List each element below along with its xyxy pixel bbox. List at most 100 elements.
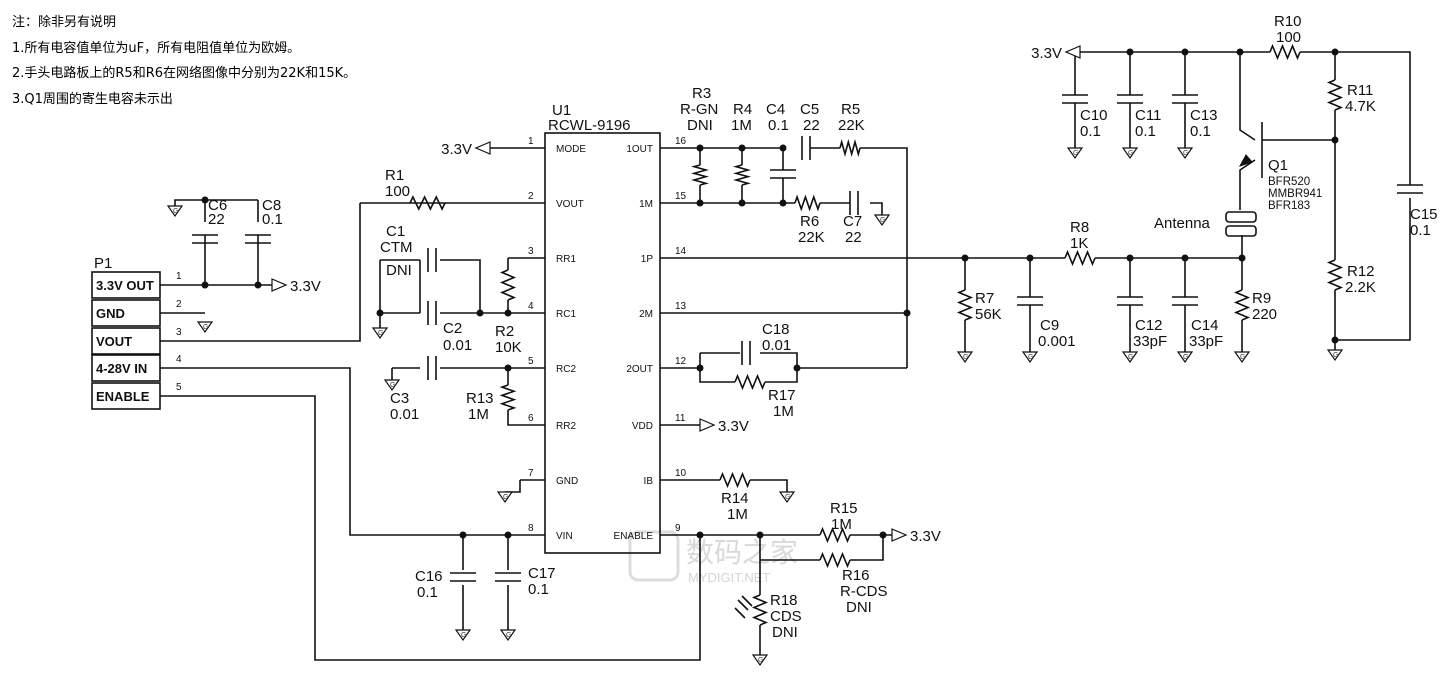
ground-icon: G: [956, 351, 974, 364]
capacitor-c3: [427, 356, 437, 380]
resistor-r5: [839, 139, 861, 157]
ground-glyph: G: [1028, 354, 1033, 361]
resistor-r9: [1233, 289, 1251, 321]
r10-value: 100: [1276, 29, 1301, 46]
c13-ref: C13: [1190, 107, 1218, 124]
ground-triangle: [454, 629, 472, 642]
r18-ref: R18: [770, 592, 798, 609]
ic-right-pin-num: 10: [675, 468, 687, 479]
c11-value: 0.1: [1135, 123, 1156, 140]
r5-value: 22K: [838, 117, 865, 134]
ground-icon: G: [751, 654, 769, 667]
c6-ref: C6: [208, 197, 227, 214]
r15-value: 1M: [831, 516, 852, 533]
ground-glyph: G: [1073, 150, 1078, 157]
capacitor-c12: [1117, 296, 1143, 306]
notes-line-3: 3.Q1周围的寄生电容未示出: [12, 91, 173, 107]
ic-left-pin-num: 6: [528, 413, 534, 424]
capacitor-c13: [1172, 94, 1198, 104]
r6-value: 22K: [798, 229, 825, 246]
ground-triangle: [1121, 147, 1139, 160]
ground-icon: G: [778, 491, 796, 504]
resistor-r2: [499, 269, 517, 301]
c8-value: 0.1: [262, 211, 283, 228]
power-label: 3.3V: [441, 141, 472, 158]
ic-right-pin-name: 2OUT: [626, 364, 653, 375]
ground-glyph: G: [503, 494, 508, 501]
ic-right-pin-name: VDD: [632, 421, 653, 432]
connector-pin-label: VOUT: [96, 334, 132, 349]
power-label: 3.3V: [1031, 45, 1062, 62]
watermark-main: 数码之家: [686, 536, 798, 569]
c17-ref: C17: [528, 565, 556, 582]
resistor-r11: [1326, 79, 1344, 111]
capacitor-c15: [1397, 184, 1423, 194]
c18-value: 0.01: [762, 337, 791, 354]
light-arrows-icon: [734, 595, 753, 619]
ic-left-pin-name: RC2: [556, 364, 576, 375]
transistor-emitter-arrow: [1238, 154, 1253, 167]
ground-glyph: G: [173, 208, 178, 215]
capacitor-c6: [192, 234, 218, 244]
connector-pin-num: 1: [176, 271, 182, 282]
ic-left-pin-name: RR2: [556, 421, 576, 432]
connector-pin-label: 3.3V OUT: [96, 278, 154, 293]
c2-value: 0.01: [443, 337, 472, 354]
ground-icon: G: [371, 327, 389, 340]
connector-pin-num: 2: [176, 299, 182, 310]
ground-icon: G: [1233, 351, 1251, 364]
c4-value: 0.1: [768, 117, 789, 134]
ground-glyph: G: [1183, 354, 1188, 361]
resistor-r10: [1269, 43, 1301, 61]
r16-value: R-CDS: [840, 583, 888, 600]
power-arrow-icon: 3.3V: [441, 141, 491, 158]
ic-body: [544, 132, 661, 554]
resistor-r17: [734, 373, 766, 391]
power-arrow-icon: 3.3V: [699, 418, 749, 435]
ground-glyph: G: [203, 324, 208, 331]
ground-triangle: [956, 351, 974, 364]
notes-block: 注：除非另有说明 1.所有电容值单位为uF，所有电阻值单位为欧姆。 2.手头电路…: [12, 10, 356, 112]
ground-triangle: [1176, 147, 1194, 160]
r7-ref: R7: [975, 290, 994, 307]
ground-icon: G: [1121, 351, 1139, 364]
q1-part: BFR520: [1268, 176, 1310, 188]
ic-right-pin-num: 11: [675, 413, 686, 424]
ground-icon: G: [873, 214, 891, 227]
r3-ref: R3: [692, 85, 711, 102]
connector-pin-label: 4-28V IN: [96, 361, 147, 376]
watermark: 数码之家 MYDIGIT.NET: [628, 530, 798, 585]
capacitor-c9: [1017, 296, 1043, 306]
ic-left-pin-num: 4: [528, 301, 534, 312]
antenna-icon: [1225, 225, 1257, 237]
ic-part: RCWL-9196: [548, 117, 631, 134]
r14-value: 1M: [727, 506, 748, 523]
ground-icon: G: [496, 491, 514, 504]
ic-ref: U1: [552, 102, 571, 119]
r1-value: 100: [385, 183, 410, 200]
ic-left-pin-num: 7: [528, 468, 534, 479]
ground-triangle: [499, 629, 517, 642]
power-arrow-icon: 3.3V: [1031, 45, 1081, 62]
c15-value: 0.1: [1410, 222, 1431, 239]
ground-triangle: [196, 321, 214, 334]
ground-glyph: G: [461, 632, 466, 639]
ic-right-pin-name: ENABLE: [614, 531, 654, 542]
power-arrow: [271, 278, 288, 292]
c9-value: 0.001: [1038, 333, 1076, 350]
r6-ref: R6: [800, 213, 819, 230]
r16-ref: R16: [842, 567, 870, 584]
ic-right-pin-name: 1OUT: [626, 144, 653, 155]
r7-value: 56K: [975, 306, 1002, 323]
ic-left-pin-name: VIN: [556, 531, 573, 542]
ic-right-pin-name: IB: [644, 476, 654, 487]
ground-glyph: G: [1128, 150, 1133, 157]
ic-left-pin-name: MODE: [556, 144, 586, 155]
capacitor-c11: [1117, 94, 1143, 104]
ic-right-pin-num: 16: [675, 136, 687, 147]
ground-icon: G: [383, 379, 401, 392]
r8-ref: R8: [1070, 219, 1089, 236]
